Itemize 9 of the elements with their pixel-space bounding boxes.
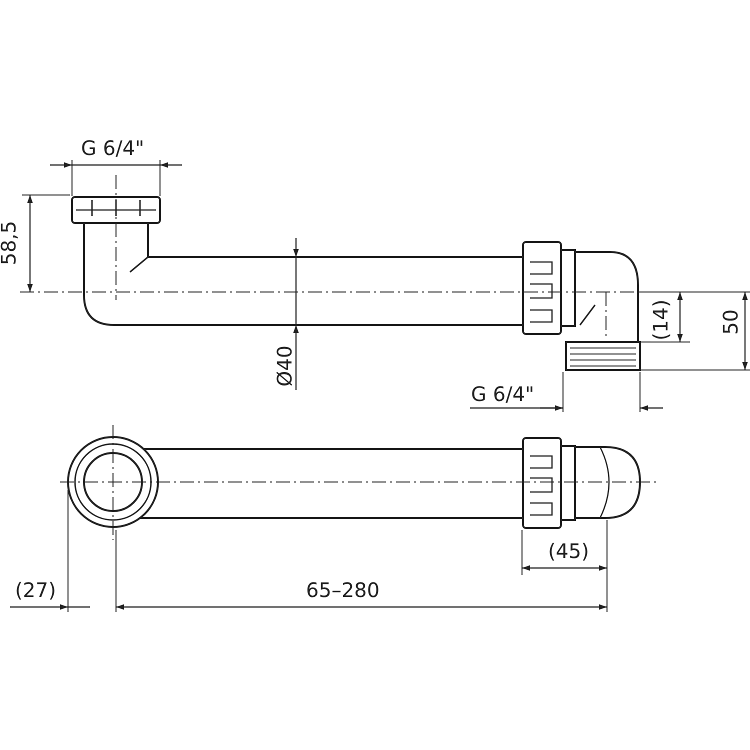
dimension-label: 65–280 bbox=[305, 580, 381, 600]
dimension-label: 58,5 bbox=[0, 220, 18, 266]
thread-size-label: G 6/4" bbox=[470, 384, 536, 404]
dimension-label: (14) bbox=[650, 298, 670, 342]
dimension-label: Ø40 bbox=[274, 344, 294, 388]
dimension-label: (45) bbox=[547, 541, 590, 561]
dimension-label: (27) bbox=[14, 580, 58, 600]
thread-size-label: G 6/4" bbox=[80, 138, 146, 158]
dimension-label: 50 bbox=[720, 308, 740, 336]
